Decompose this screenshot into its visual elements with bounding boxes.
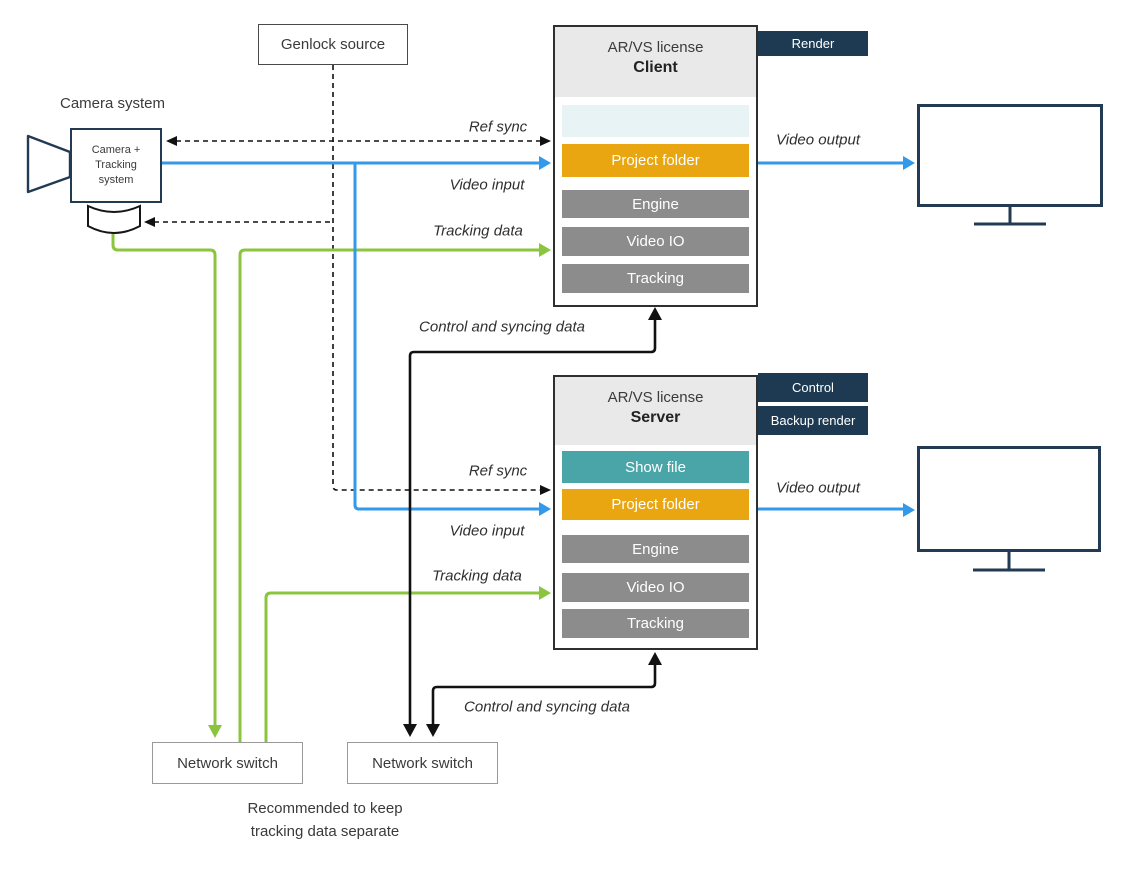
label-ref-sync-client: Ref sync — [468, 118, 528, 136]
control-arrowheads — [403, 307, 662, 737]
ref-sync-arrowheads — [144, 136, 551, 495]
label-video-input-server: Video input — [449, 522, 525, 540]
camera-box-line3: system — [98, 174, 134, 186]
server-tracking-row: Tracking — [562, 609, 749, 638]
label-ref-sync-server: Ref sync — [468, 462, 528, 480]
client-role-title: Client — [633, 59, 678, 76]
render-tag: Render — [758, 31, 868, 56]
camera-box: Camera + Tracking system — [70, 128, 162, 203]
note-text: Recommended to keep tracking data separa… — [185, 797, 465, 843]
video-lines — [162, 161, 903, 511]
camera-box-line2: Tracking — [95, 159, 137, 171]
client-license-title: AR/VS license — [607, 39, 704, 56]
video-arrowheads — [539, 156, 915, 517]
camera-tracking-sensor-icon — [87, 204, 141, 234]
label-control-server: Control and syncing data — [464, 698, 630, 716]
label-video-input-client: Video input — [449, 176, 525, 194]
monitor-1-icon — [917, 104, 1103, 207]
tracking-lines — [111, 232, 539, 742]
backup-render-tag: Backup render — [758, 406, 868, 435]
genlock-source-box: Genlock source — [258, 24, 408, 65]
server-box: AR/VS license Server Show file Project f… — [553, 375, 758, 650]
note-line1: Recommended to keep — [247, 800, 403, 817]
network-switch-right-label: Network switch — [372, 754, 473, 772]
label-control-client: Control and syncing data — [419, 318, 585, 336]
client-video-io-row: Video IO — [562, 227, 749, 256]
client-box: AR/VS license Client Project folder Engi… — [553, 25, 758, 307]
label-video-output-server: Video output — [776, 479, 860, 497]
network-switch-left-label: Network switch — [177, 754, 278, 772]
monitor-stands — [973, 207, 1046, 572]
note-line2: tracking data separate — [250, 823, 400, 840]
server-role-title: Server — [630, 409, 681, 426]
server-video-io-row: Video IO — [562, 573, 749, 602]
server-engine-row: Engine — [562, 535, 749, 563]
genlock-source-label: Genlock source — [280, 36, 386, 53]
control-tag: Control — [758, 373, 868, 402]
label-tracking-data-server: Tracking data — [432, 567, 522, 585]
server-project-folder-row: Project folder — [562, 489, 749, 520]
control-lines — [408, 317, 657, 726]
monitor-2-icon — [917, 446, 1101, 552]
server-show-file-row: Show file — [562, 451, 749, 483]
client-show-file-slot — [562, 105, 749, 137]
camera-lens-icon — [26, 134, 72, 194]
label-tracking-data-client: Tracking data — [433, 222, 523, 240]
ref-sync-lines — [154, 65, 541, 491]
network-switch-left: Network switch — [152, 742, 303, 784]
tracking-arrowheads — [208, 243, 551, 738]
client-project-folder-row: Project folder — [562, 144, 749, 177]
network-switch-right: Network switch — [347, 742, 498, 784]
client-tracking-row: Tracking — [562, 264, 749, 293]
label-video-output-client: Video output — [776, 131, 860, 149]
server-license-title: AR/VS license — [607, 389, 704, 406]
server-header: AR/VS license Server — [555, 377, 756, 445]
camera-box-line1: Camera + — [91, 144, 141, 156]
client-engine-row: Engine — [562, 190, 749, 218]
camera-system-label: Camera system — [59, 95, 166, 112]
client-header: AR/VS license Client — [555, 27, 756, 97]
